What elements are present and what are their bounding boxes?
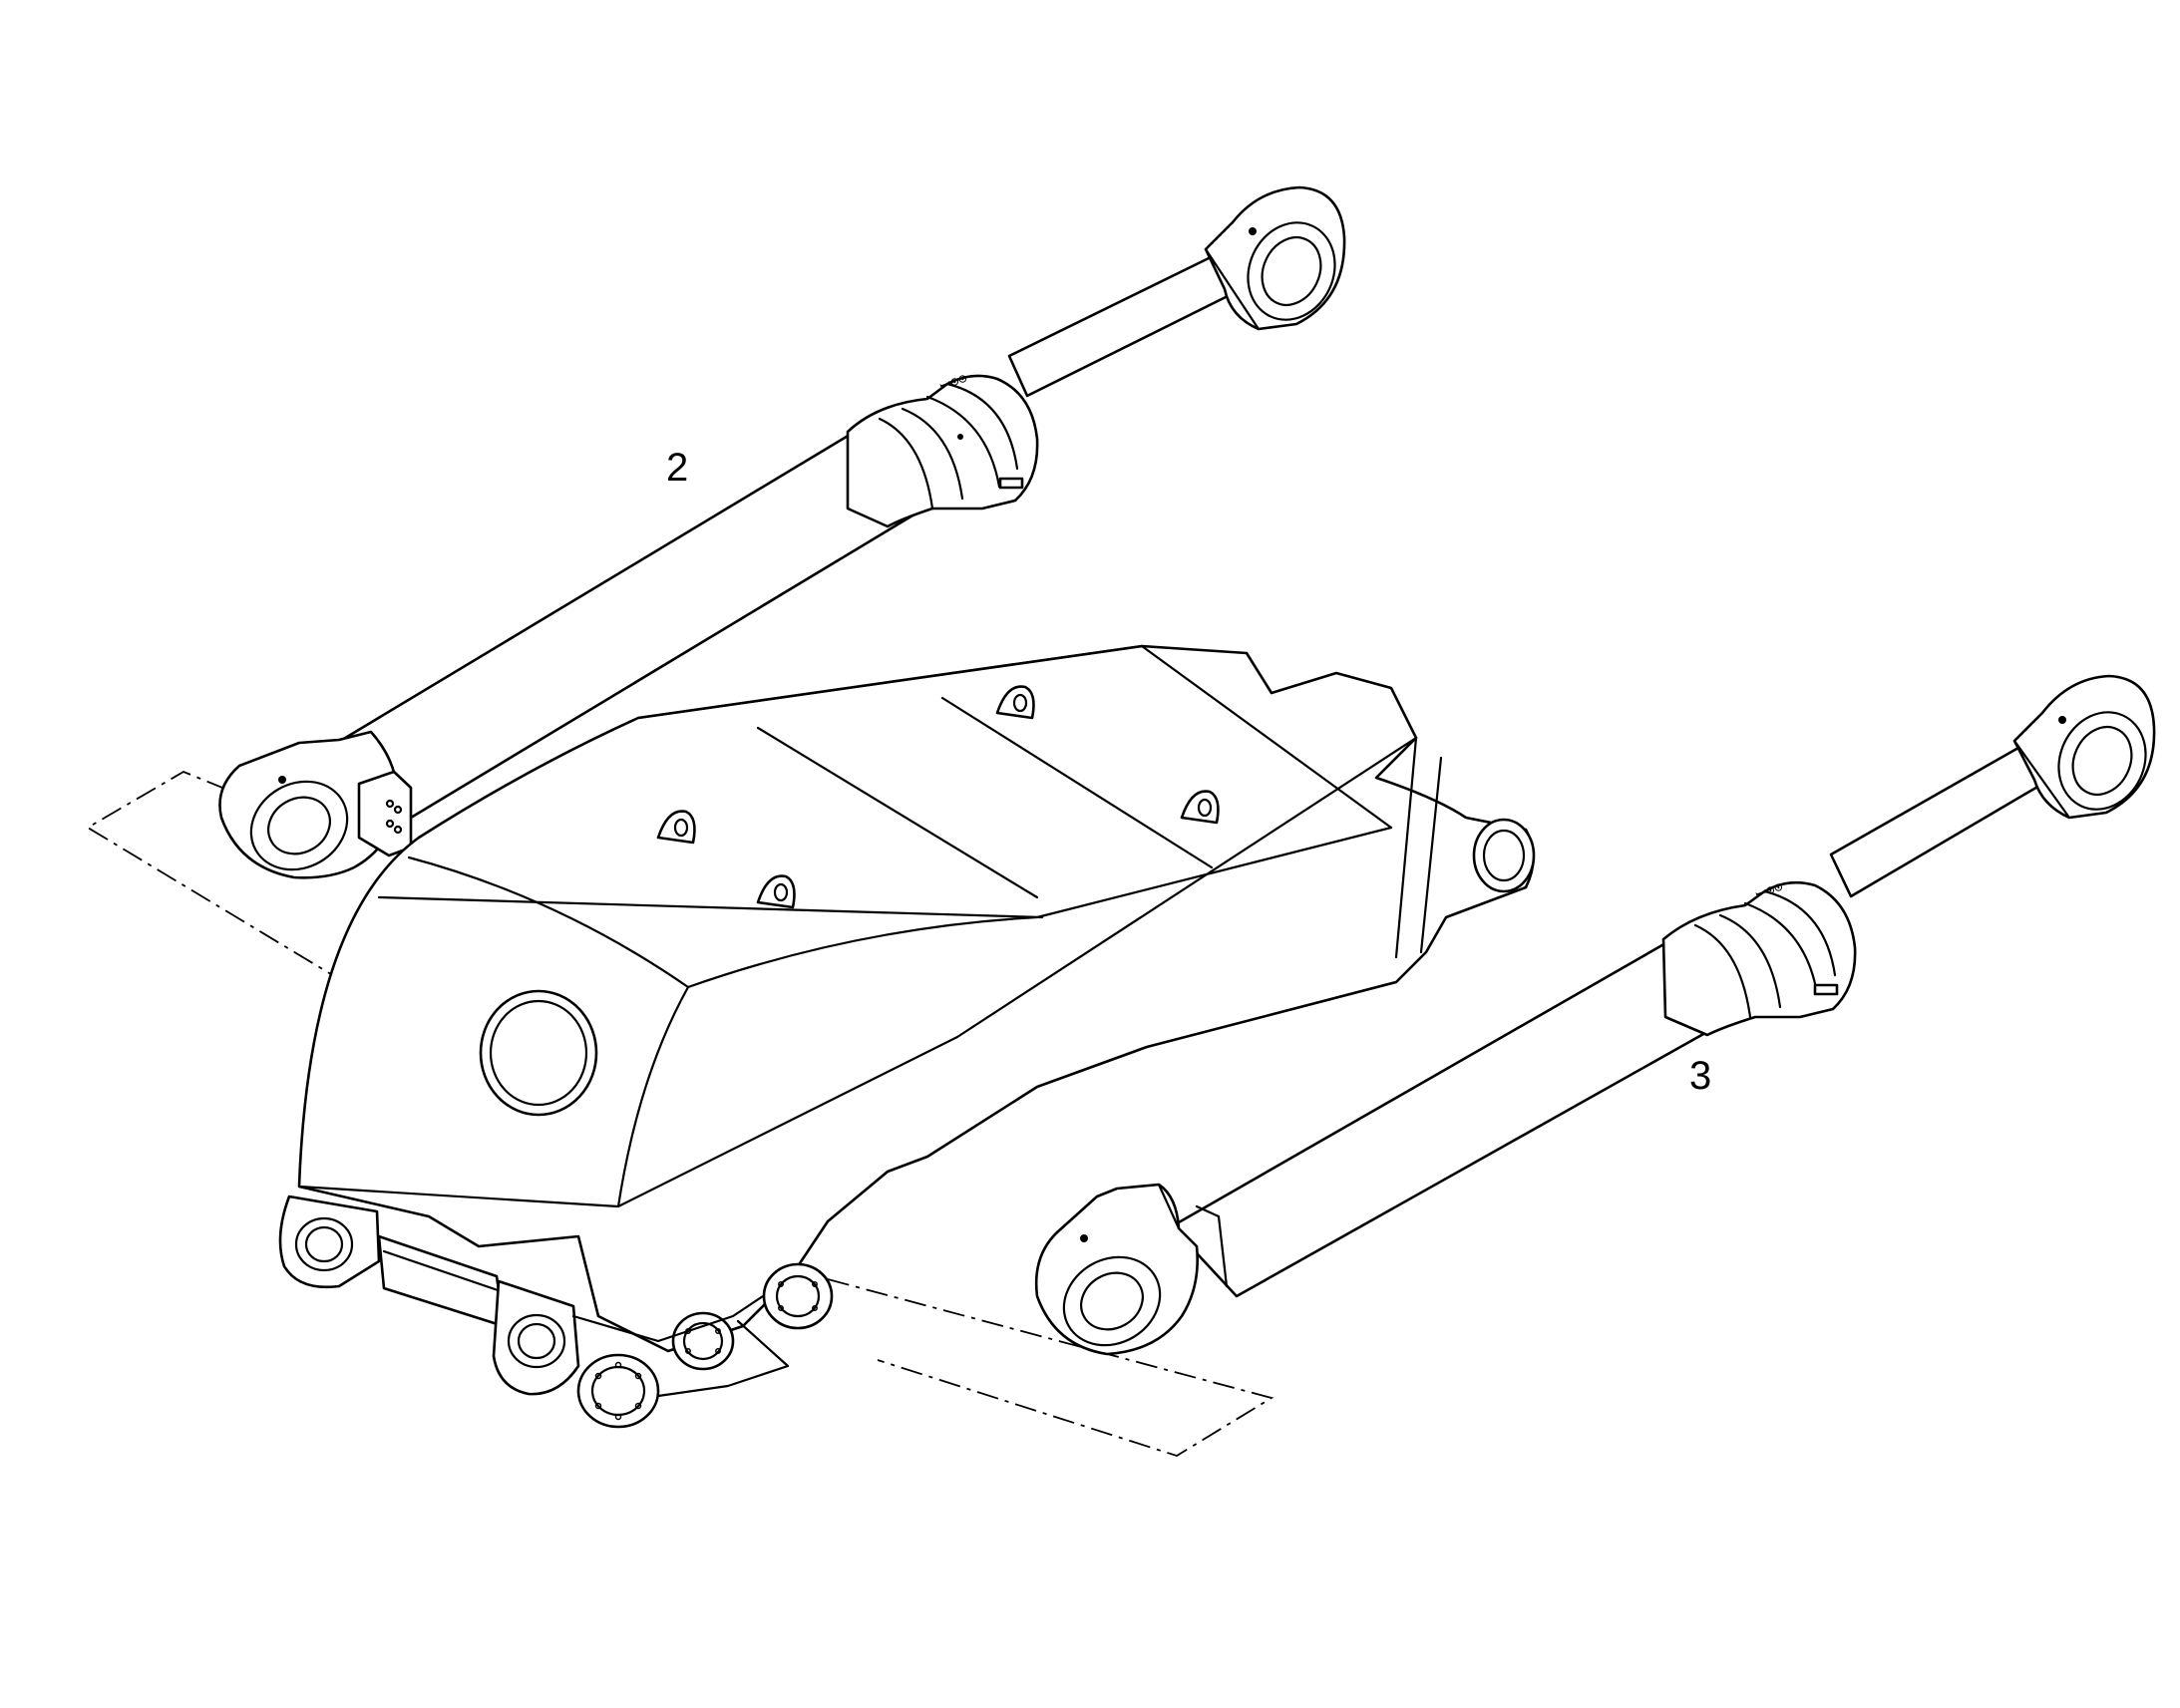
callout-labels: 2 3 [666, 446, 1711, 1098]
leader-line-left [86, 770, 370, 998]
boom-structure[interactable] [278, 644, 1536, 1429]
cylinder-3-rod [1829, 746, 2041, 898]
cylinder-2-gland [846, 374, 1039, 528]
hydraulic-cylinder-2[interactable]: ꟷ⊙⊙ [218, 185, 1350, 886]
boom-pivot-hub [479, 989, 598, 1117]
callout-3[interactable]: 3 [1689, 1054, 1711, 1098]
boom-bolted-flange-3 [762, 1262, 834, 1330]
boom-foot-lug-center [492, 1279, 580, 1396]
boom-bolted-flange-2 [671, 1311, 735, 1371]
boom-cross-tube [377, 1234, 506, 1328]
cylinder-2-rod-end-eye [1204, 185, 1346, 331]
cylinder-3-gland [1661, 880, 1857, 1037]
cylinder-2-rod [1007, 255, 1234, 398]
cylinder-2-port-block [357, 770, 413, 857]
boom-bolted-flange-1 [576, 1353, 660, 1429]
leader-lines [86, 770, 1274, 1457]
boom-foot-lug-left [278, 1195, 381, 1289]
callout-2[interactable]: 2 [666, 446, 688, 490]
leader-line-right [827, 1278, 1274, 1457]
hydraulic-cylinder-3[interactable]: ꟷ⊙⊙ [1034, 674, 2161, 1362]
boom-body [297, 644, 1535, 1353]
cylinder-3-rod-end-eye [2012, 674, 2156, 820]
